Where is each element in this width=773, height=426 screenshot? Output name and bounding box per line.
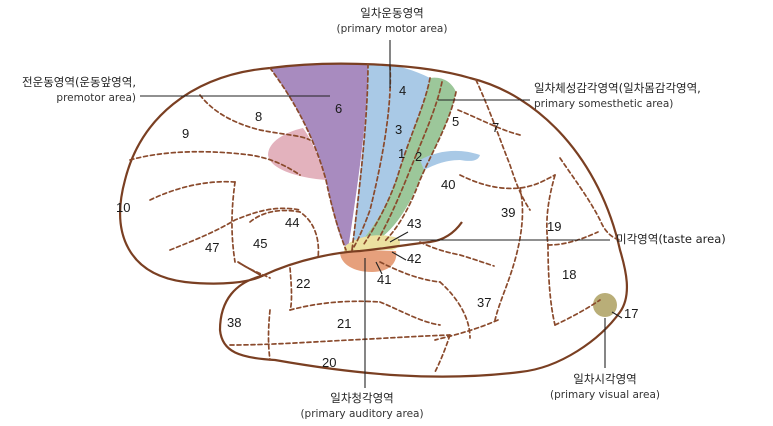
frontal-eye-field-fill bbox=[268, 128, 326, 180]
supramarginal-sulcus-fill bbox=[420, 150, 480, 170]
primary-motor-area-label-en: (primary motor area) bbox=[337, 23, 448, 35]
primary-auditory-area-label: 일차청각영역 bbox=[330, 391, 393, 405]
primary-visual-area-label: 일차시각영역 bbox=[573, 372, 636, 386]
lateral-sulcus bbox=[261, 221, 463, 277]
area-number-1: 1 bbox=[398, 146, 405, 161]
area-number-44: 44 bbox=[285, 215, 299, 230]
primary-visual-area-label-en: (primary visual area) bbox=[550, 389, 660, 401]
area-number-39: 39 bbox=[501, 205, 515, 220]
primary-motor-area-label: 일차운동영역 bbox=[360, 6, 423, 20]
area-number-45: 45 bbox=[253, 236, 267, 251]
primary-visual-area-fill bbox=[593, 293, 617, 317]
area-number-43: 43 bbox=[407, 216, 421, 231]
area-number-41: 41 bbox=[377, 272, 391, 287]
primary-somesthetic-area-label-en: primary somesthetic area) bbox=[534, 98, 673, 110]
primary-somesthetic-area-label: 일차체성감각영역(일차몸감각영역, bbox=[534, 81, 701, 95]
area-number-37: 37 bbox=[477, 295, 491, 310]
area-number-42: 42 bbox=[407, 251, 421, 266]
primary-auditory-area-fill bbox=[340, 250, 397, 272]
brain-outline bbox=[119, 62, 629, 378]
area-number-38: 38 bbox=[227, 315, 241, 330]
area-number-21: 21 bbox=[337, 316, 351, 331]
area-number-19: 19 bbox=[547, 219, 561, 234]
area-number-22: 22 bbox=[296, 276, 310, 291]
area-number-7: 7 bbox=[492, 120, 499, 135]
premotor-area-label: 전운동영역(운동앞영역, bbox=[22, 75, 136, 89]
leader-lines bbox=[140, 40, 623, 388]
area-number-17: 17 bbox=[624, 306, 638, 321]
area-number-40: 40 bbox=[441, 177, 455, 192]
area-number-9: 9 bbox=[182, 126, 189, 141]
area-number-6: 6 bbox=[335, 101, 342, 116]
primary-somesthetic-area-fill bbox=[352, 77, 456, 251]
primary-auditory-area-label-en: (primary auditory area) bbox=[300, 408, 423, 420]
area-number-5: 5 bbox=[452, 114, 459, 129]
area-number-18: 18 bbox=[562, 267, 576, 282]
area-number-20: 20 bbox=[322, 355, 336, 370]
taste-area-label: 미각영역(taste area) bbox=[616, 232, 726, 246]
area-number-2: 2 bbox=[415, 149, 422, 164]
area-number-10: 10 bbox=[116, 200, 130, 215]
premotor-area-label-en: premotor area) bbox=[56, 92, 136, 104]
area-number-8: 8 bbox=[255, 109, 262, 124]
area-number-47: 47 bbox=[205, 240, 219, 255]
area-boundaries bbox=[129, 63, 621, 373]
area-number-3: 3 bbox=[395, 122, 402, 137]
area-number-4: 4 bbox=[399, 83, 406, 98]
